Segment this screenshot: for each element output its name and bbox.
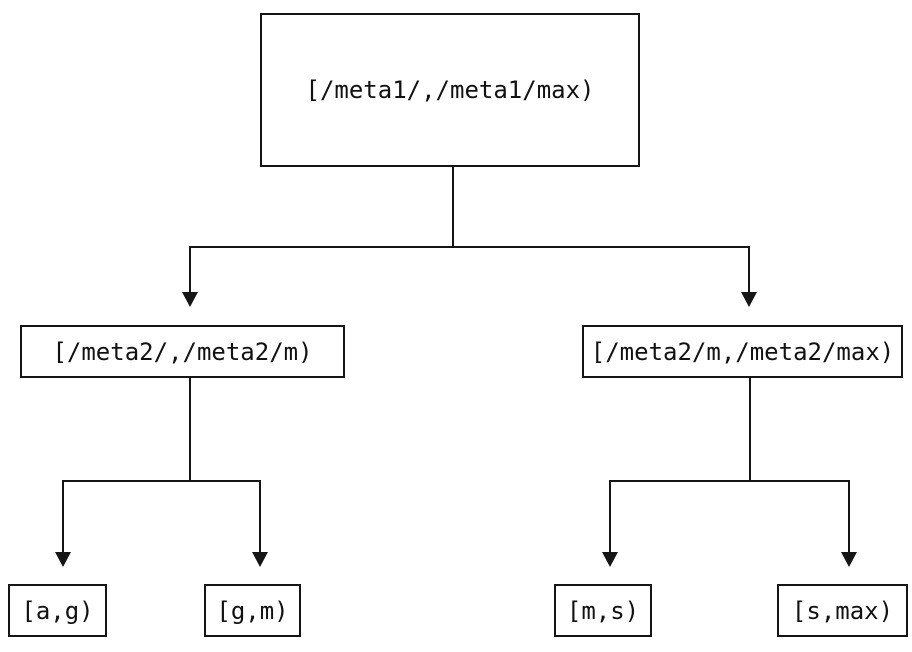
connector-right-subtree-stem: [749, 378, 751, 482]
connector-left-subtree-stem: [189, 378, 191, 482]
leaf-node-a-g: [a,g): [8, 584, 107, 637]
leaf-node-s-max: [s,max): [777, 584, 908, 637]
connector-level1-left-drop: [189, 246, 191, 292]
connector-left-subtree-right-drop: [259, 480, 261, 552]
connector-root-stem: [452, 167, 454, 247]
connector-level1-crossbar: [189, 246, 750, 248]
arrow-down-icon: [741, 292, 757, 307]
connector-left-subtree-crossbar: [62, 480, 261, 482]
connector-right-subtree-crossbar: [609, 480, 850, 482]
node-meta2-upper-interval: [/meta2/m,/meta2/max): [582, 325, 903, 378]
connector-left-subtree-left-drop: [62, 480, 64, 552]
arrow-down-icon: [55, 552, 71, 567]
arrow-down-icon: [602, 552, 618, 567]
leaf-node-g-m: [g,m): [204, 584, 301, 637]
node-meta2-lower-interval: [/meta2/,/meta2/m): [20, 325, 345, 378]
leaf-node-m-s: [m,s): [554, 584, 652, 637]
connector-level1-right-drop: [748, 246, 750, 292]
connector-right-subtree-left-drop: [609, 480, 611, 552]
node-root-interval: [/meta1/,/meta1/max): [260, 13, 640, 167]
arrow-down-icon: [182, 292, 198, 307]
connector-right-subtree-right-drop: [848, 480, 850, 552]
arrow-down-icon: [841, 552, 857, 567]
arrow-down-icon: [252, 552, 268, 567]
